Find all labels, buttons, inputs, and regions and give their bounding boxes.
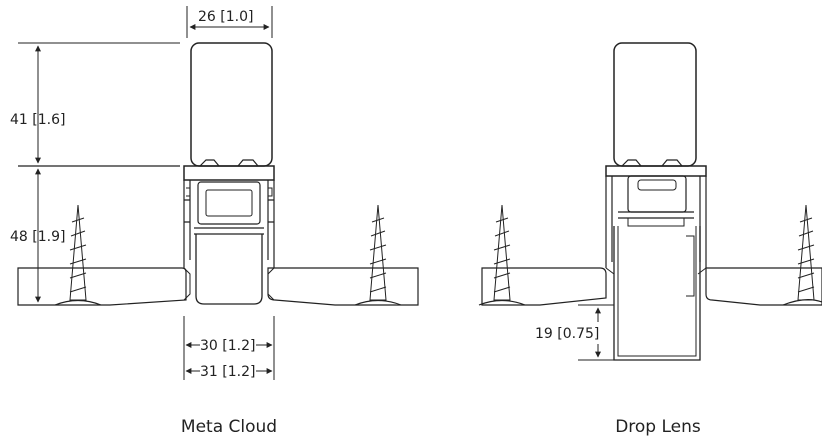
drop-lens-cap [613, 42, 697, 167]
drop-lens-figure: 19 [0.75] Drop Lens [478, 42, 822, 437]
dim-label-body-height: 48 [1.9] [10, 229, 65, 245]
meta-cloud-extrusion [183, 159, 275, 305]
dim-label-outer-width: 31 [1.2] [200, 364, 255, 380]
dim-label-drop: 19 [0.75] [535, 326, 599, 342]
dim-label-lens-height: 41 [1.6] [10, 112, 65, 128]
left-slab-left [17, 267, 187, 306]
right-slab-right [705, 267, 822, 306]
dim-drop [578, 304, 614, 361]
dim-width-top [186, 6, 273, 38]
screw-anchor-3 [478, 204, 526, 306]
dim-label-width-top: 26 [1.0] [198, 9, 253, 25]
screw-anchor-1 [54, 204, 102, 306]
meta-cloud-lens [190, 42, 273, 167]
caption-drop-lens: Drop Lens [615, 417, 701, 437]
screw-anchor-4 [782, 204, 822, 306]
meta-cloud-figure: 26 [1.0] 41 [1.6] 48 [1.9] 30 [1.2] 31 [… [10, 6, 419, 437]
caption-meta-cloud: Meta Cloud [181, 417, 277, 437]
right-slab-left [481, 267, 607, 306]
dim-label-inner-width: 30 [1.2] [200, 338, 255, 354]
dim-lens-height [18, 42, 180, 167]
drop-lens-extrusion [605, 159, 707, 361]
dim-inner-outer-width [183, 316, 275, 380]
left-slab-right [267, 267, 419, 306]
screw-anchor-2 [354, 204, 402, 306]
